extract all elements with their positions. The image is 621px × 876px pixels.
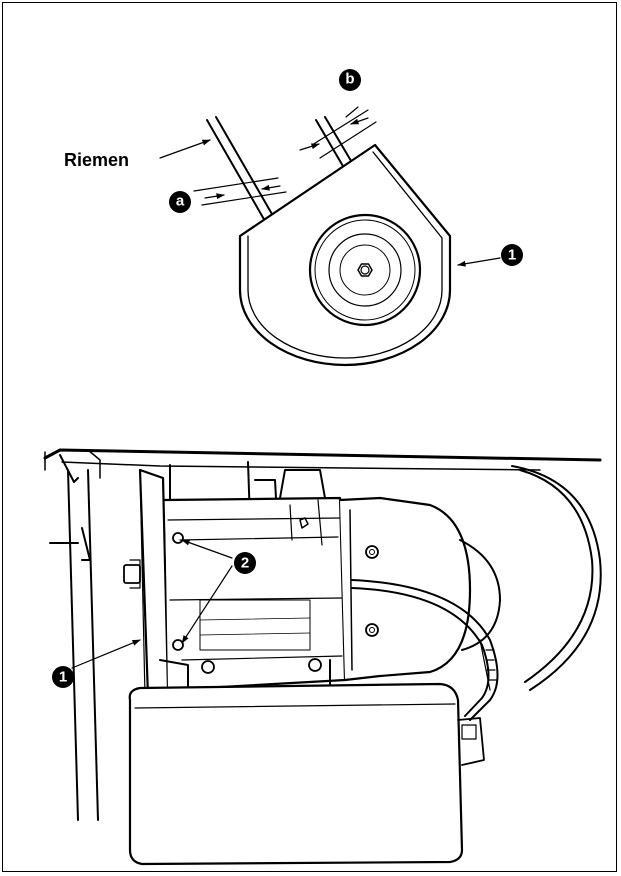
pulley-nut	[357, 263, 373, 277]
b-leader	[345, 106, 359, 118]
svg-text:1: 1	[59, 669, 67, 686]
control-box	[128, 682, 485, 866]
svg-text:2: 2	[241, 555, 249, 572]
leader-2b	[181, 565, 233, 644]
cover-leader	[457, 257, 501, 267]
table-leg	[49, 469, 99, 821]
bottom-figure	[43, 448, 602, 866]
table-underside	[43, 448, 602, 483]
dimension-a	[193, 177, 287, 206]
callout-b: b	[339, 69, 361, 91]
callout-2: 2	[234, 552, 256, 574]
callout-a: a	[169, 191, 191, 213]
svg-text:1: 1	[508, 247, 516, 264]
belt-leader	[159, 139, 211, 159]
pulley	[308, 213, 422, 327]
top-figure	[159, 106, 501, 367]
motor-body	[163, 469, 347, 692]
belt-label: Riemen	[64, 150, 129, 170]
dimension-b	[299, 109, 377, 159]
callout-1-bottom: 1	[52, 666, 74, 688]
svg-text:b: b	[345, 71, 354, 88]
pulley-cover	[123, 468, 170, 698]
cable	[351, 465, 602, 721]
svg-text:a: a	[176, 193, 185, 210]
leader-2a	[181, 539, 233, 559]
leader-1-bottom	[71, 639, 141, 669]
callout-1-top: 1	[501, 244, 523, 266]
